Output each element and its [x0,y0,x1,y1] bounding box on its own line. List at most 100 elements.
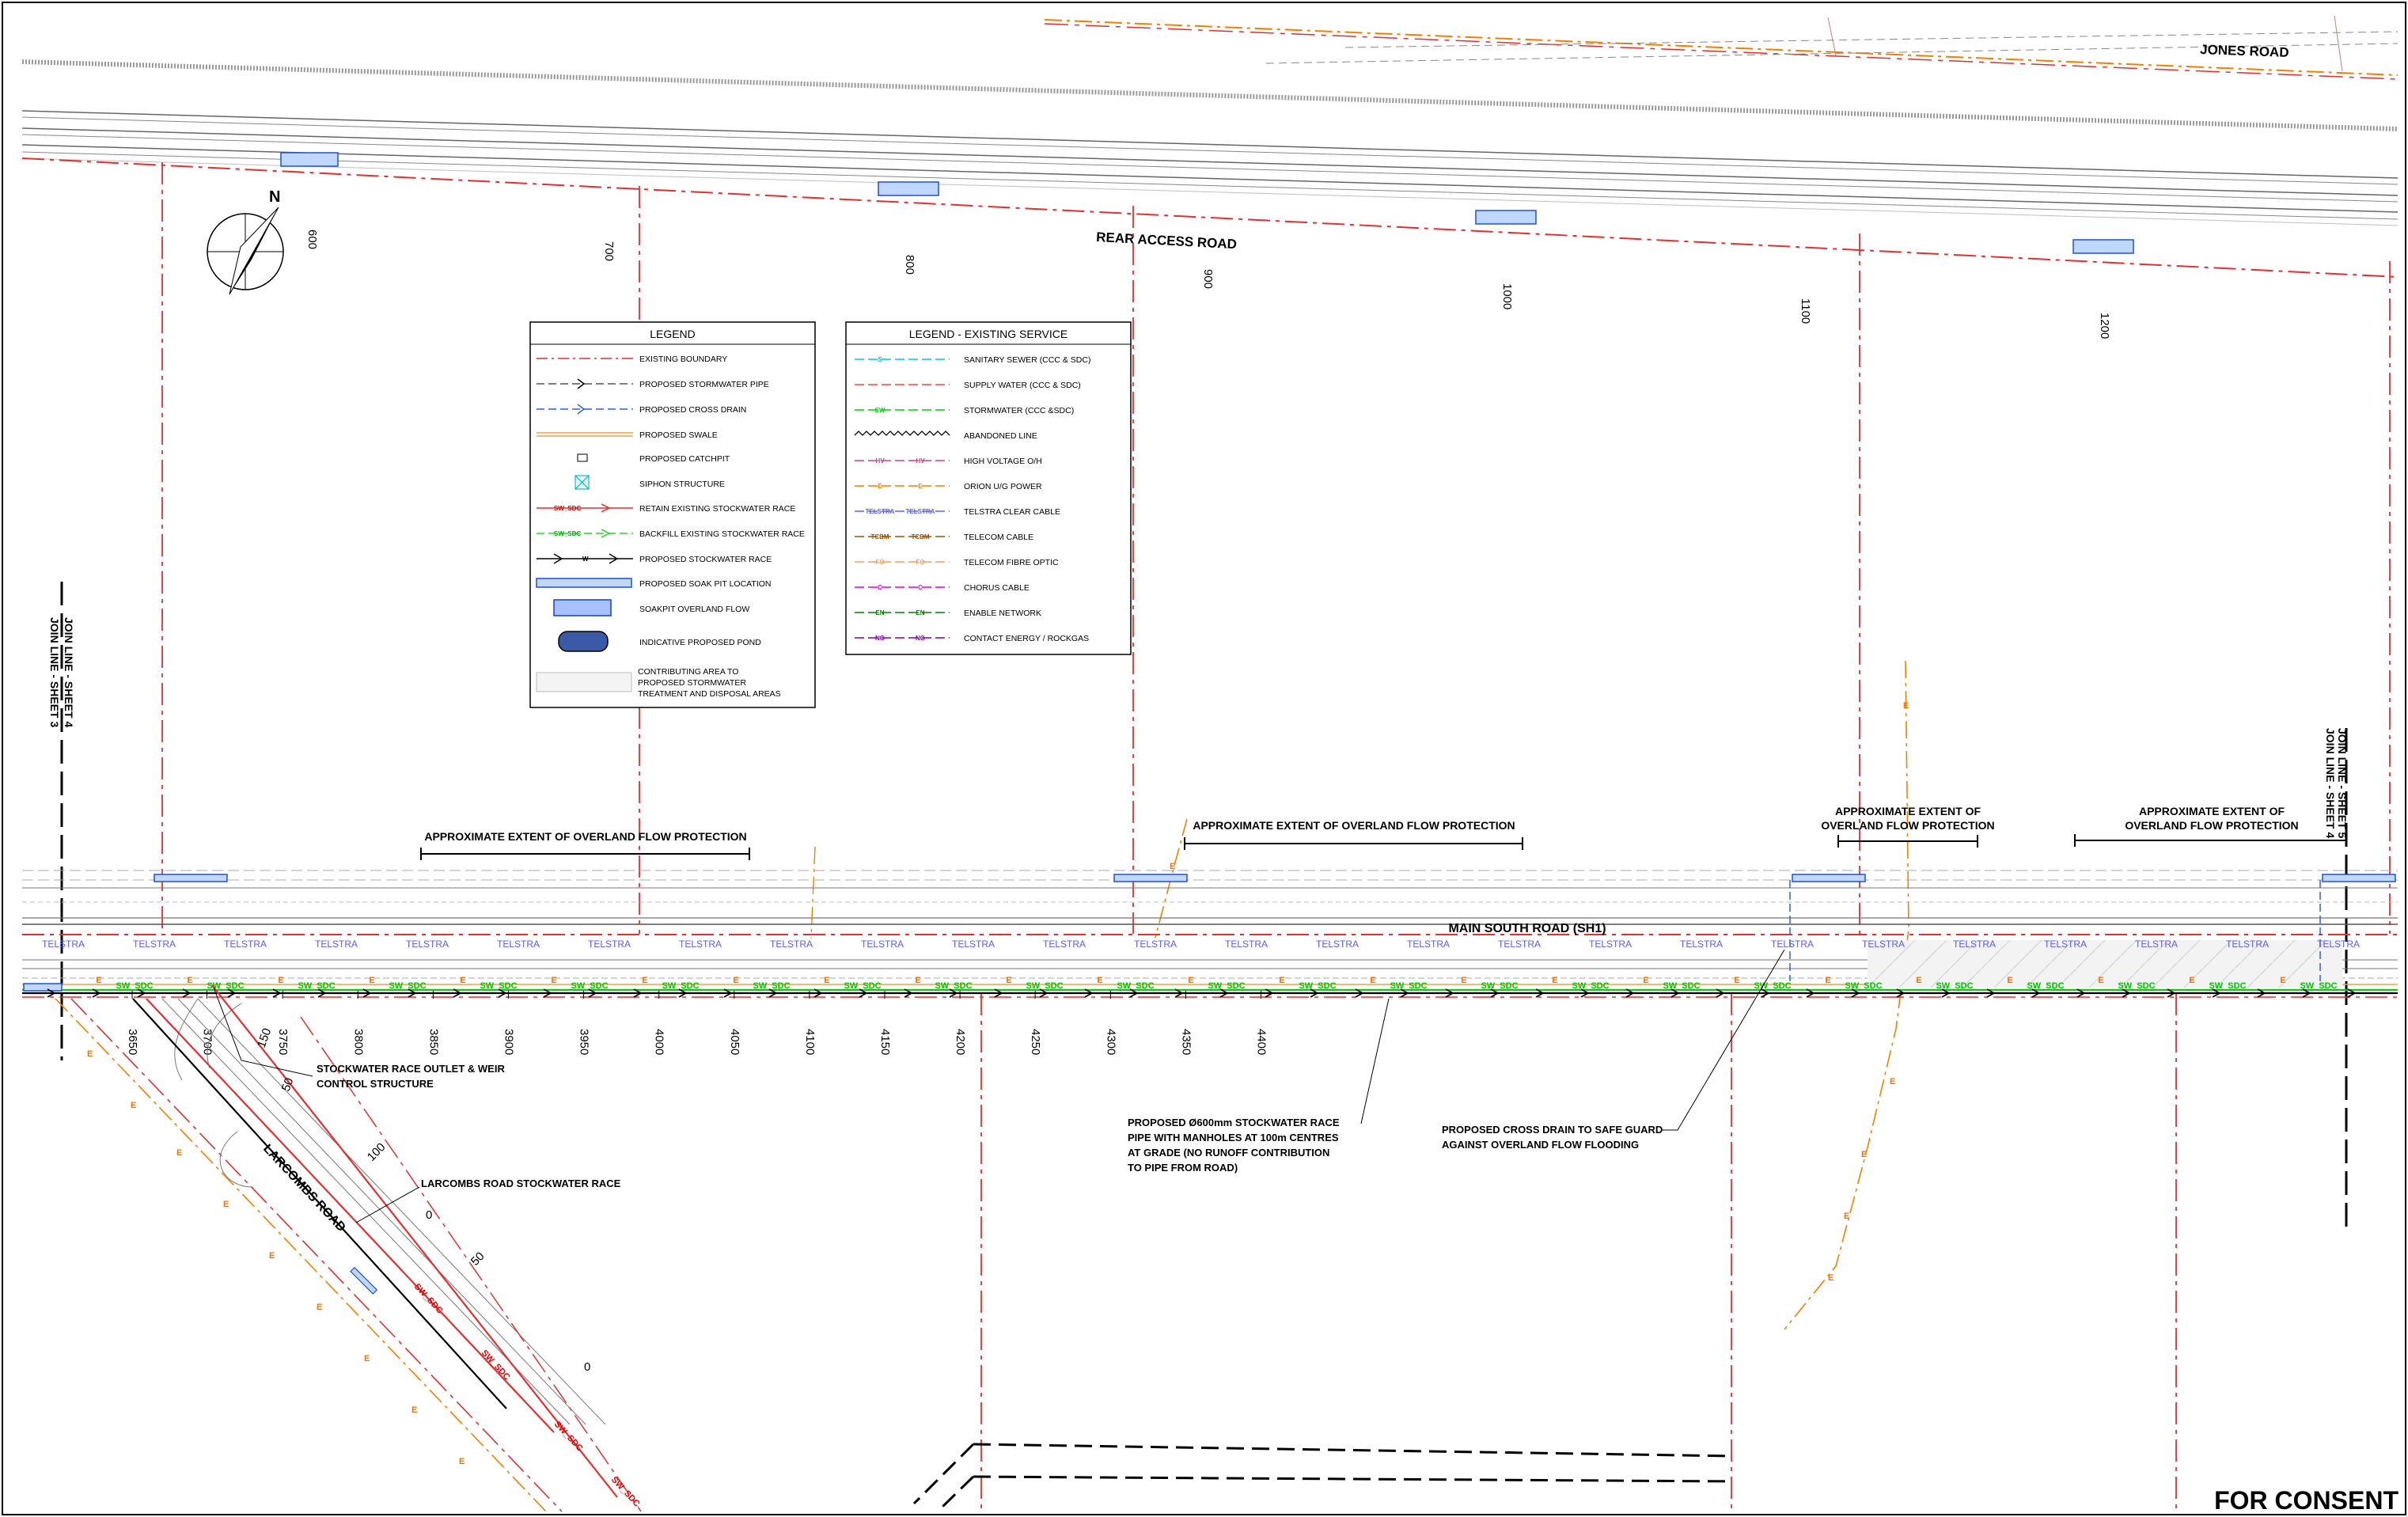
flow-arrow [813,988,823,998]
stockwater-race-tags: SW_SDC E SW_SDC E SW_SDC E SW_SDC E SW_SDC E SW_SD… [96,976,2337,991]
flow-arrow [543,988,552,998]
telstra-tag: TELSTRA [2135,939,2178,950]
join-line-label: JOIN LINE - SHEET 3 [48,617,61,727]
soak-pit [1475,210,1537,225]
flow-arrow [92,988,101,998]
flow-arrow [1580,988,1590,998]
legend-existing-tag: TELSTRA [906,508,935,515]
telstra-tag: TELSTRA [861,939,904,950]
sw-sdc-tag: SW_SDC [2027,981,2064,991]
flow-arrow [1084,988,1094,998]
callout-text: PIPE WITH MANHOLES AT 100m CENTRES [1128,1132,1339,1143]
orion-tag: E [369,976,374,985]
orion-tag: E [1370,976,1375,985]
overland-extent-label: OVERLAND FLOW PROTECTION [1821,819,1994,832]
legend-item-label: PROPOSED SWALE [639,430,718,440]
orion-tag: E [915,976,920,985]
orion-tag: E [317,1303,322,1312]
telstra-tag: TELSTRA [406,939,449,950]
sw-sdc-tag: SW_SDC [753,981,790,991]
chainage-label: 4300 [1104,1029,1117,1055]
telstra-tag: TELSTRA [679,939,722,950]
legend-existing-label: TELECOM FIBRE OPTIC [964,558,1059,567]
flow-arrow [859,988,868,998]
legend-item-label: PROPOSED STORMWATER PIPE [639,380,769,389]
legend-existing-tag: E [918,483,923,490]
legend-existing-tag: NG [875,635,885,642]
flow-arrow [1310,988,1319,998]
telstra-tag: TELSTRA [1316,939,1359,950]
callout-cross-drain: PROPOSED CROSS DRAIN TO SAFE GUARD AGAIN… [1442,949,1785,1151]
chainage-label: 1100 [1799,298,1812,324]
overland-extent-label: OVERLAND FLOW PROTECTION [2125,819,2298,832]
orion-tag: E [1006,976,1011,985]
join-line-right: JOIN LINE - SHEET 5 JOIN LINE - SHEET 4 [2324,728,2349,1234]
sw-sdc-tag: SW_SDC [1026,981,1063,991]
legend-item-label: SIPHON STRUCTURE [639,480,725,489]
flow-arrow [227,988,237,998]
flow-arrow [1535,988,1545,998]
orion-tag: E [1188,976,1193,985]
flow-arrow [1355,988,1364,998]
chainage-label: 3900 [502,1029,516,1055]
soak-pit [350,1266,378,1295]
telstra-tag: TELSTRA [1498,939,1541,950]
orion-tag: E [411,1405,417,1415]
sw-sdc-tag: SW_SDC [389,981,426,991]
larcombs-road-label: LARCOMBS ROAD [260,1142,348,1234]
flow-arrow [949,988,958,998]
legend-contributing-line: PROPOSED STORMWATER [638,678,746,688]
telstra-tag: TELSTRA [770,939,813,950]
overland-flow-extents: APPROXIMATE EXTENT OF OVERLAND FLOW PROT… [420,805,2346,860]
legend-existing-tag: TCBM [870,533,889,540]
sw-sdc-tag: SW_SDC [2209,981,2246,991]
legend-item-label: PROPOSED SOAK PIT LOCATION [639,579,771,589]
flow-arrow [1039,988,1049,998]
orion-tag: E [2189,976,2194,985]
orion-tag: E [1552,976,1557,985]
sw-sdc-tag: SW_SDC [1754,981,1791,991]
callout-text: PROPOSED CROSS DRAIN TO SAFE GUARD [1442,1124,1663,1136]
flow-arrow [453,988,462,998]
flow-arrow [2076,988,2086,998]
callout-text: AT GRADE (NO RUNOFF CONTRIBUTION [1128,1147,1329,1159]
chainage-label: 800 [903,255,916,275]
flow-arrow [2302,988,2311,998]
telstra-tag: TELSTRA [315,939,358,950]
legend-existing-tag: C [918,584,923,591]
sw-sdc-tag: SW_SDC [2300,981,2337,991]
soak-pit [280,152,339,167]
flow-arrow [1986,988,1996,998]
legend-title: LEGEND [650,328,696,340]
rear-access-road: REAR ACCESS ROAD [21,59,2399,278]
legend-item-label: INDICATIVE PROPOSED POND [639,638,761,647]
flow-arrow [1490,988,1500,998]
telstra-tag: TELSTRA [224,939,267,950]
legend-existing-label: CHORUS CABLE [964,583,1030,593]
flow-arrow [137,988,146,998]
orion-tag: E [1170,862,1175,871]
orion-power-crossing: E E E E E E [810,660,1909,1330]
overland-extent-label: APPROXIMATE EXTENT OF OVERLAND FLOW PROT… [1193,819,1515,832]
orion-tag: E [459,1457,465,1466]
flow-arrow [1129,988,1139,998]
sw-sdc-tag: SW_SDC [116,981,153,991]
legend-existing-tag: SW [875,407,885,414]
orion-tag: E [176,1148,182,1158]
sw-sdc-tag: SW_SDC [662,981,699,991]
chainage-label: 3650 [126,1029,139,1055]
callout-text: LARCOMBS ROAD STOCKWATER RACE [421,1178,621,1189]
overland-extent-label: APPROXIMATE EXTENT OF [1835,805,1981,817]
telstra-tag: TELSTRA [1043,939,1086,950]
chainage-label: 4400 [1255,1029,1268,1055]
legend-item-label: BACKFILL EXISTING STOCKWATER RACE [639,529,805,539]
telstra-tag: TELSTRA [2044,939,2087,950]
legend-existing-label: ABANDONED LINE [964,431,1037,441]
telstra-tag: TELSTRA [42,939,85,950]
flow-arrow [994,988,1003,998]
flow-arrow [498,988,507,998]
legend-symbols: SW_SDC SW_SDC W [536,358,633,692]
flow-arrow [1265,988,1274,998]
